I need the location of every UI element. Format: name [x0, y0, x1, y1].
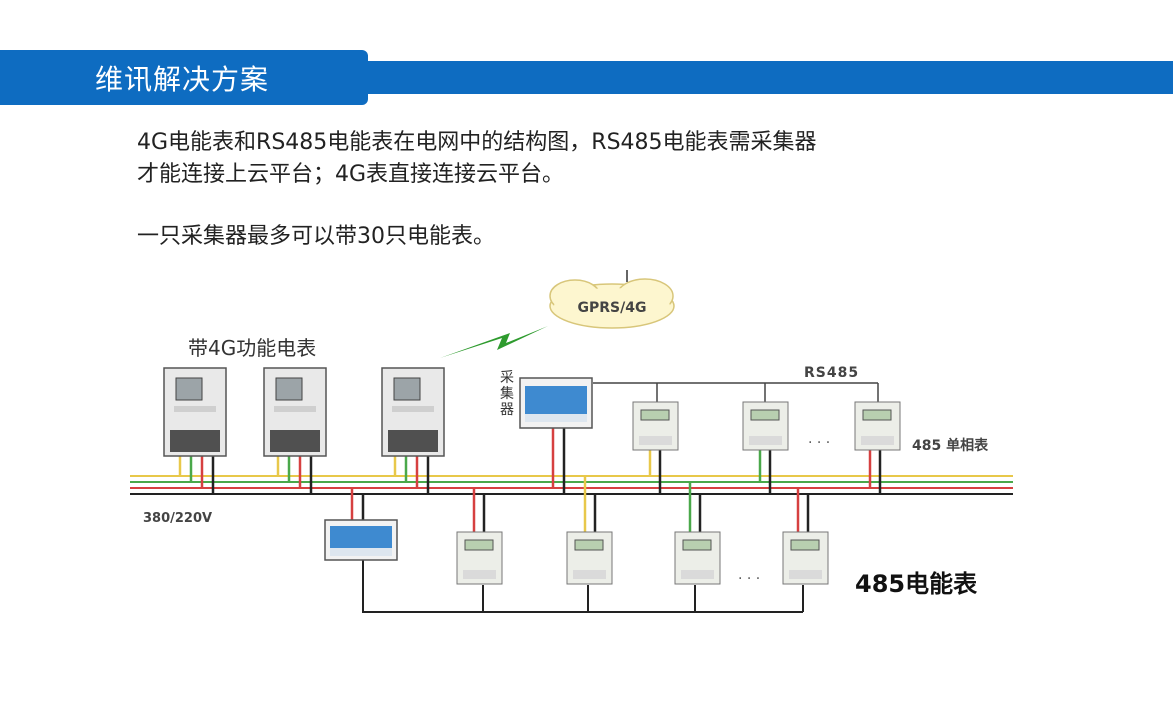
cloud-gprs-4g: GPRS/4G	[550, 279, 674, 328]
meter-4g-2	[264, 368, 326, 456]
meter-4g-label: 带4G功能电表	[188, 336, 316, 360]
collector-label-1: 采	[500, 370, 514, 386]
cloud-label: GPRS/4G	[578, 300, 647, 316]
voltage-label: 380/220V	[143, 511, 212, 526]
single-phase-meter-top-3	[855, 402, 900, 450]
single-phase-meter-top-1	[633, 402, 678, 450]
rs485-label: RS485	[804, 365, 859, 381]
ellipsis-top: · · ·	[808, 435, 830, 451]
ellipsis-bottom: · · ·	[738, 571, 760, 587]
rs485-bus-top	[593, 383, 878, 402]
collector-label-3: 器	[500, 402, 514, 418]
single-phase-meter-top-2	[743, 402, 788, 450]
collector-label-2: 集	[500, 385, 514, 402]
wireless-signal-icon	[440, 326, 548, 358]
meter-4g-3	[382, 368, 444, 456]
single-phase-label: 485 单相表	[912, 437, 989, 454]
meter-485-label: 485电能表	[855, 570, 978, 598]
collector-top	[520, 378, 592, 428]
meter-4g-1	[164, 368, 226, 456]
meter-485-bottom-2	[567, 532, 612, 584]
meter-485-bottom-4	[783, 532, 828, 584]
collector-bottom	[325, 520, 397, 560]
meter-485-bottom-3	[675, 532, 720, 584]
meter-485-bottom-1	[457, 532, 502, 584]
